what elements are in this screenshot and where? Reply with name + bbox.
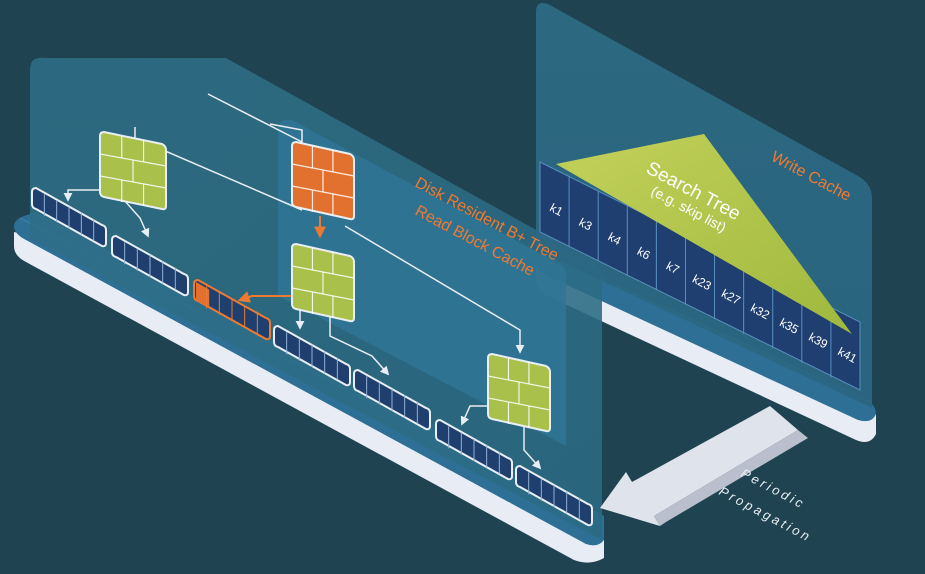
leaf-block [273,324,351,387]
key-label: k1 [548,201,566,219]
key-label: k3 [577,215,595,233]
leaf-block [31,186,107,248]
right-base-slab [536,252,876,442]
tree-node-root-cached [291,140,355,221]
tree-node-cached [291,242,355,323]
key-label: k6 [635,244,653,262]
tree-node [487,352,551,433]
key-label: k7 [664,259,682,277]
leaf-block [111,234,189,297]
cache-connectors [237,216,326,303]
periodic-propagation-arrow [600,406,808,526]
leaf-block [435,418,513,481]
leaf-block [515,464,593,527]
leaf-block [353,368,431,431]
search-tree-triangle [556,134,852,334]
tree-connectors [63,93,542,470]
key-label: k4 [606,230,624,248]
tree-node [99,130,167,211]
leaf-block-cached [193,278,271,341]
